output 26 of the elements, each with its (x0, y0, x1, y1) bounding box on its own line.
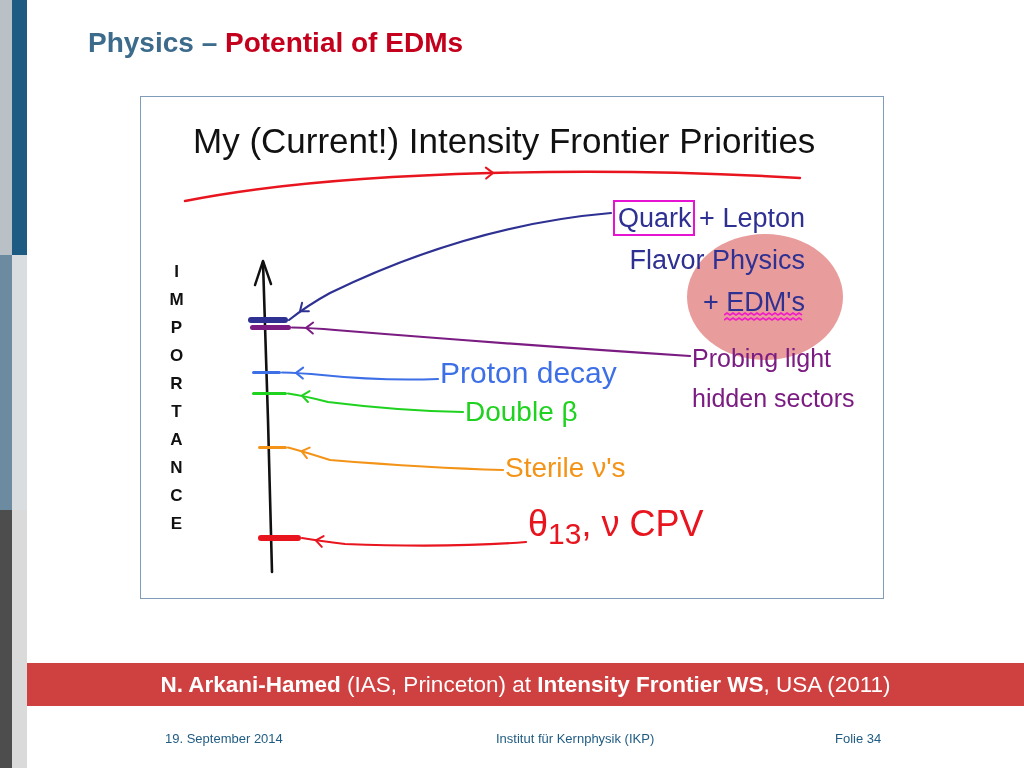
arrow (286, 446, 505, 472)
tick-mark (252, 371, 281, 374)
whiteboard-frame (140, 96, 884, 599)
priority-label: Sterile ν's (505, 452, 626, 484)
slide-title: Physics – Potential of EDMs (88, 27, 464, 59)
priority-label: θ$_{13}$, ν CPV (528, 503, 704, 552)
footer-institute: Institut für Kernphysik (IKP) (496, 731, 655, 746)
footer-page-number: Folie 34 (835, 731, 882, 746)
tick-mark (258, 446, 287, 449)
tick-mark (258, 535, 301, 541)
priority-label: Double β (465, 396, 578, 428)
arrow (290, 321, 692, 358)
arrow (300, 534, 528, 548)
priority-label: Proton decay (440, 356, 617, 390)
arrow (287, 211, 613, 322)
axis-label: IMPORTANCE (166, 262, 186, 542)
tick-mark (248, 317, 288, 323)
caption: N. Arkani-Hamed (IAS, Princeton) at Intensity Frontier WS, USA (2011) (160, 671, 891, 698)
priority-label: Probing light hidden sectors (692, 338, 882, 418)
tick-mark (250, 325, 291, 330)
diagram-heading: My (Current!) Intensity Frontier Priorities (193, 121, 816, 161)
footer-date: 19. September 2014 (165, 731, 283, 746)
arrow (280, 366, 440, 381)
arrow (286, 390, 465, 414)
tick-mark (252, 392, 287, 395)
priority-label: Quark + Lepton Flavor Physics + EDM's (613, 197, 805, 323)
